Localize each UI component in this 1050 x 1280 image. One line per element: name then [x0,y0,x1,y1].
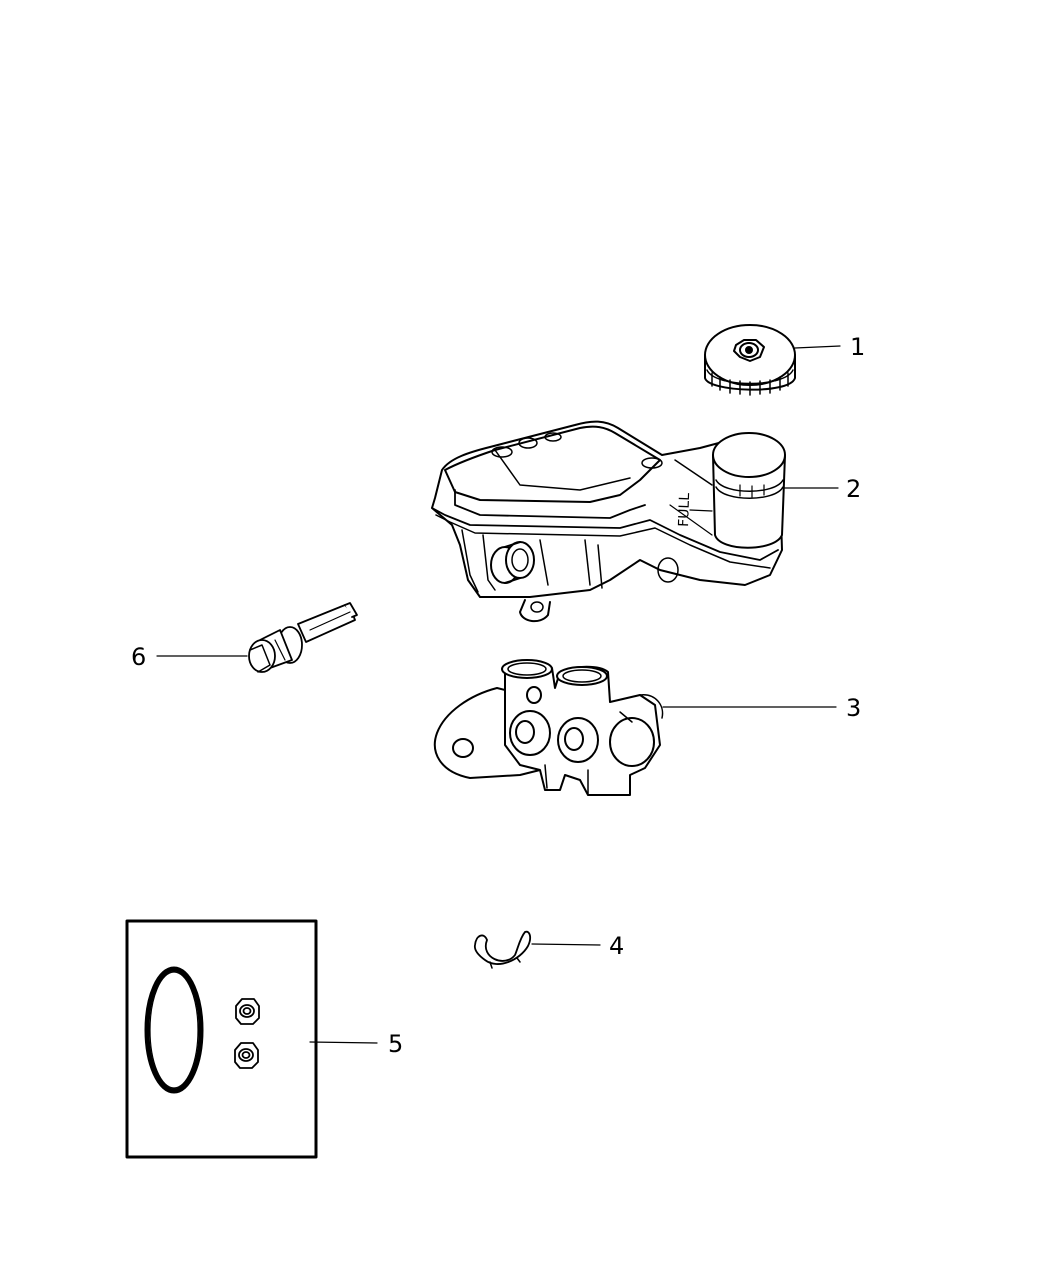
fluid-reservoir-icon: FULL [431,420,786,623]
leader-line-1 [794,345,841,349]
callout-1: 1 [850,333,866,361]
master-cylinder-icon [433,659,664,796]
callout-6: 6 [131,643,147,671]
callout-2: 2 [846,475,862,503]
callout-4: 4 [609,932,625,960]
seal-kit-icon [125,919,318,1159]
callout-3: 3 [846,694,862,722]
hex-nut-icon [234,1042,259,1069]
full-mark-label: FULL [676,493,693,528]
callout-5: 5 [388,1030,404,1058]
seal-kit-box [125,919,318,1159]
retaining-clip-icon [473,930,532,969]
leader-line-4 [531,943,601,946]
hex-nut-icon [235,998,260,1025]
o-ring-icon [144,966,204,1094]
level-sensor-icon [248,602,358,673]
leader-line-5 [309,1041,378,1044]
reservoir-cap-icon [704,324,796,396]
